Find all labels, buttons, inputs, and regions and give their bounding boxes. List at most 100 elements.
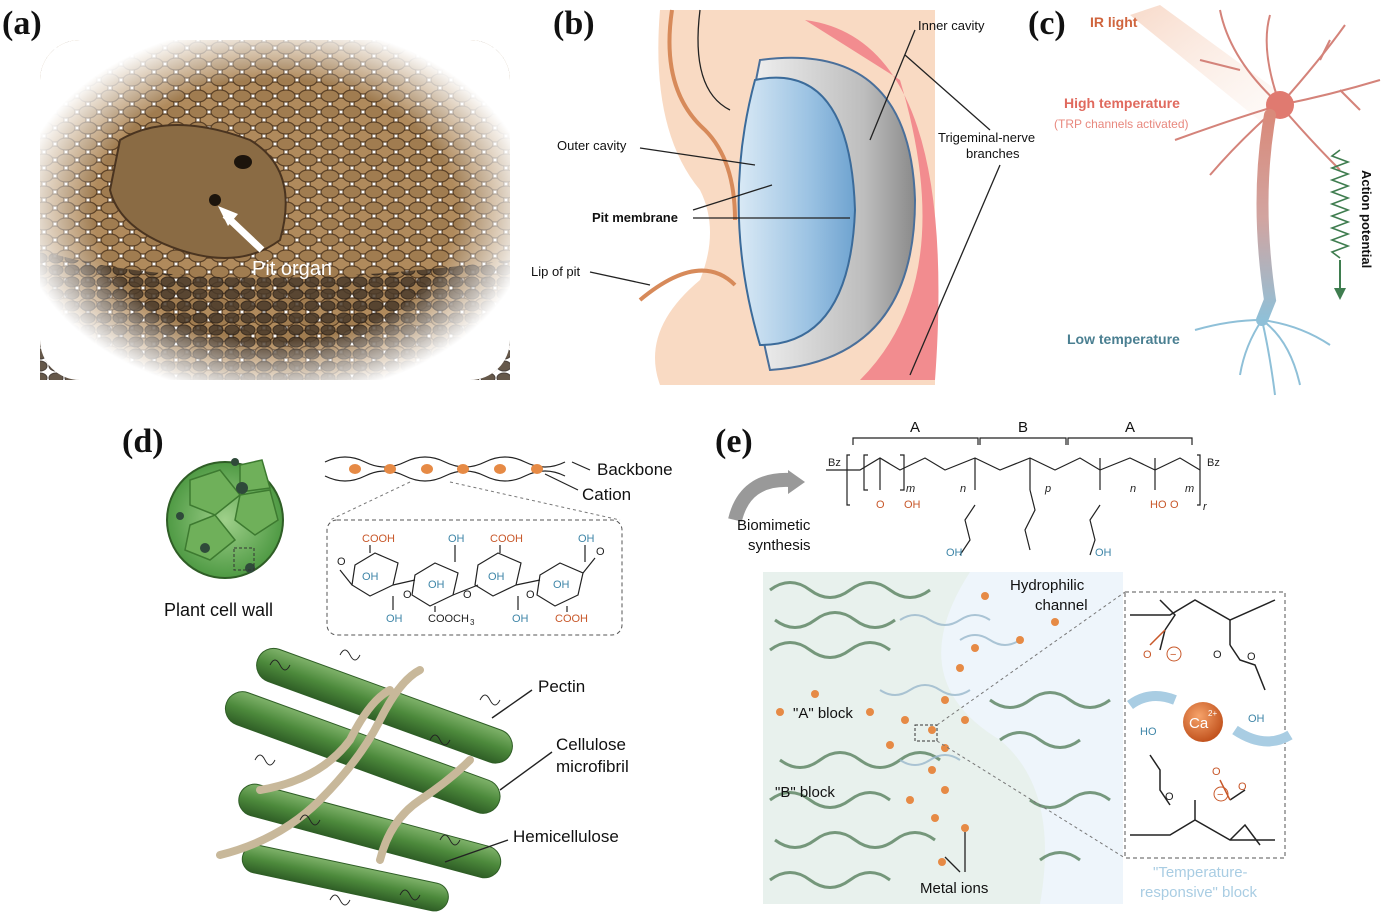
- oh-ring-1: OH: [362, 571, 379, 583]
- ca-charge: 2+: [1208, 709, 1217, 718]
- nerve-layer: [805, 20, 939, 380]
- zoom-line-bottom: [936, 740, 1126, 859]
- ca-o-3: O: [1247, 651, 1256, 663]
- lip-of-pit-line: [589, 271, 651, 286]
- metal-ions-dots: [776, 592, 1059, 866]
- backbone-label: Backbone: [597, 460, 673, 479]
- plant-cell-wall-label: Plant cell wall: [164, 600, 273, 620]
- panel-b: Inner cavity Outer cavity Pit membrane L…: [531, 5, 1035, 385]
- zoom-line-right: [449, 481, 621, 521]
- hydrophilic-coils: [879, 614, 1021, 766]
- ho-e1: HO: [1150, 499, 1167, 511]
- sugar-rings: [339, 545, 596, 612]
- lower-lip-contour: [638, 268, 737, 302]
- o-link-2: O: [463, 589, 472, 601]
- synthesis-arrowhead: [788, 470, 805, 494]
- biomimetic-label-line1: Biomimetic: [737, 517, 811, 534]
- oh-top-1: OH: [448, 533, 465, 545]
- ca-ion: [1183, 702, 1223, 742]
- o-e2: O: [1170, 499, 1179, 511]
- pit-membrane-shape: [737, 76, 857, 347]
- trigeminal-label-line2: branches: [966, 146, 1020, 161]
- o-link-1: O: [403, 589, 412, 601]
- trigeminal-label-line1: Trigeminal-nerve: [938, 130, 1035, 145]
- pit-membrane-label: Pit membrane: [592, 210, 678, 225]
- backbone-top: [324, 456, 566, 468]
- inner-cavity-label: Inner cavity: [918, 18, 985, 33]
- ca-minus-circle-1: [1166, 646, 1182, 662]
- o-right: O: [596, 546, 605, 558]
- sub-m-2: m: [1185, 483, 1194, 495]
- oh-e3: OH: [1095, 547, 1112, 559]
- panel-c: IR light High temperature (TRP channels …: [1028, 5, 1381, 396]
- oh-bottom-2: OH: [512, 613, 529, 625]
- oh-top-2: OH: [578, 533, 595, 545]
- pectin-arrow: [491, 689, 533, 719]
- ir-light-label: IR light: [1090, 14, 1138, 30]
- oh-e2: OH: [946, 547, 963, 559]
- ca-o-2: O: [1213, 649, 1222, 661]
- panel-b-label: (b): [553, 5, 595, 42]
- action-potential-wave: [1329, 149, 1351, 259]
- o-link-3: O: [526, 589, 535, 601]
- carboxylate-bonds: [1149, 629, 1231, 801]
- oh-ring-4: OH: [553, 579, 570, 591]
- cation-label: Cation: [582, 485, 631, 504]
- lip-of-pit-label: Lip of pit: [531, 264, 581, 279]
- block-a-label-2: A: [1125, 419, 1135, 436]
- o-e1: O: [876, 499, 885, 511]
- ca-o-6: O: [1238, 781, 1247, 793]
- block-b-label: B: [1018, 419, 1028, 436]
- panel-a: Pit organ (a): [2, 5, 510, 380]
- ca-minus-2: −: [1217, 789, 1223, 801]
- panel-e-label: (e): [715, 423, 753, 460]
- oh-bottom-1: OH: [386, 613, 403, 625]
- a-block-label: "A" block: [793, 705, 853, 722]
- photo-vignette: [40, 40, 510, 380]
- hemicellulose-strand-2: [256, 686, 394, 794]
- hydrophilic-label-line1: Hydrophilic: [1010, 577, 1085, 594]
- block-a-label-1: A: [910, 419, 920, 436]
- outer-cavity-line: [639, 147, 756, 166]
- lip-outline: [697, 9, 731, 111]
- ca-arrow-left: [1127, 691, 1177, 710]
- microfibril-4: [241, 844, 449, 912]
- network-green-region: [763, 572, 1045, 904]
- sub-p: p: [1044, 483, 1051, 495]
- pectin-label: Pectin: [538, 677, 585, 696]
- microfibril-3: [238, 783, 502, 879]
- panel-a-label: (a): [2, 5, 42, 42]
- biomimetic-label-line2: synthesis: [748, 537, 811, 554]
- high-temperature-label: High temperature: [1064, 95, 1180, 111]
- bz-left: Bz: [828, 457, 841, 469]
- polymer-backbone: [826, 454, 1201, 556]
- oh-ring-2: OH: [428, 579, 445, 591]
- action-potential-label: Action potential: [1359, 170, 1374, 268]
- hemicellulose-label: Hemicellulose: [513, 827, 619, 846]
- temp-responsive-line2: responsive" block: [1140, 884, 1258, 901]
- backbone-bottom: [324, 470, 566, 482]
- pit-membrane-line2: [692, 184, 773, 211]
- ca-o-1: O: [1143, 649, 1152, 661]
- cellulose-label-line1: Cellulose: [556, 735, 626, 754]
- cooh-1: COOH: [362, 533, 395, 545]
- low-temperature-label: Low temperature: [1067, 331, 1180, 347]
- metal-ions-label: Metal ions: [920, 880, 988, 897]
- ca-arrow-right: [1232, 725, 1293, 747]
- hydrophilic-label-line2: channel: [1035, 597, 1088, 614]
- pit-organ-arrowhead: [218, 206, 238, 226]
- panel-d: (d) Plant cell wall Backbone Cation: [122, 423, 673, 912]
- polymer-coils: [769, 581, 1111, 889]
- temp-responsive-line1: "Temperature-: [1153, 864, 1248, 881]
- o-left: O: [337, 556, 346, 568]
- cellulose-network: [216, 647, 513, 912]
- cations: [349, 464, 543, 474]
- cell-zoom-box: [233, 547, 255, 571]
- block-brackets: [852, 437, 1193, 445]
- pit-organ-label: Pit organ: [252, 258, 332, 280]
- b-block-label: "B" block: [775, 784, 835, 801]
- sub-m-1: m: [906, 483, 915, 495]
- sub-n-1: n: [960, 483, 966, 495]
- cation-leader: [544, 473, 579, 491]
